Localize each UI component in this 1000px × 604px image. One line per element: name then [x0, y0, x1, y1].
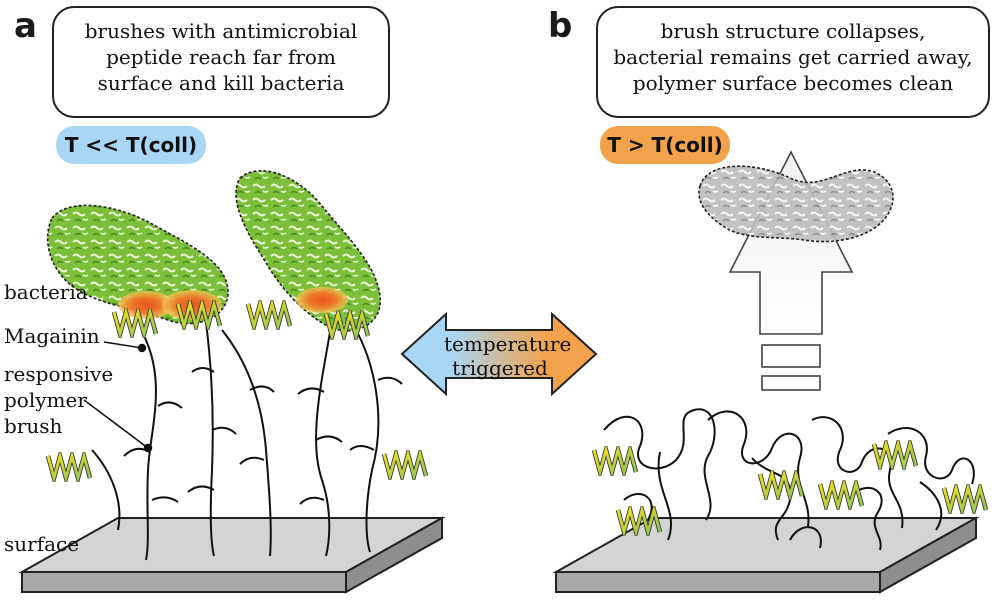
bacterial-remains: [698, 165, 894, 243]
callout-b-line-2: bacterial remains get carried away,: [613, 45, 973, 69]
polymer-brush-a: [91, 319, 403, 561]
peptide-a6: [384, 454, 426, 476]
callout-b-line-1: brush structure collapses,: [660, 19, 926, 43]
panel-a-letter: a: [14, 6, 37, 46]
peptide-b4: [820, 484, 862, 506]
bacterium-right: [235, 169, 381, 332]
condition-badge-hot: T > T(coll): [600, 126, 730, 164]
surface-slab-b: [552, 516, 980, 594]
peptide-a5: [48, 456, 90, 478]
carry-away-arrow: [728, 150, 854, 391]
label-surface: surface: [4, 532, 80, 556]
arrow-label-line-1: temperature: [444, 332, 572, 356]
peptide-b6: [944, 488, 986, 510]
peptide-b5: [874, 444, 916, 466]
peptide-a1: [114, 312, 156, 334]
label-polymer-2: polymer: [4, 388, 87, 412]
kill-zone-1: [118, 291, 174, 319]
peptide-a3: [248, 304, 290, 326]
panel-a-callout: brushes with antimicrobial peptide reach…: [52, 6, 390, 118]
surface-slab-a: [18, 516, 446, 594]
callout-a-line-3: surface and kill bacteria: [97, 71, 345, 95]
arrow-label-line-2: triggered: [452, 356, 548, 380]
peptide-b1: [594, 450, 636, 472]
condition-badge-cold: T << T(coll): [56, 126, 206, 164]
callout-b-line-3: polymer surface becomes clean: [632, 71, 954, 95]
label-leaders: [83, 341, 153, 453]
label-bacteria: bacteria: [4, 280, 88, 304]
label-magainin: Magainin: [4, 324, 100, 348]
label-polymer-3: brush: [4, 414, 63, 438]
panel-b-letter: b: [548, 6, 573, 46]
panel-b-callout: brush structure collapses, bacterial rem…: [596, 6, 990, 118]
label-polymer-1: responsive: [4, 362, 114, 386]
callout-a-line-2: peptide reach far from: [106, 45, 336, 69]
callout-a-line-1: brushes with antimicrobial: [84, 19, 358, 43]
kill-zone-3: [296, 287, 348, 313]
temperature-arrow: [400, 311, 598, 397]
peptide-b3: [760, 474, 802, 496]
